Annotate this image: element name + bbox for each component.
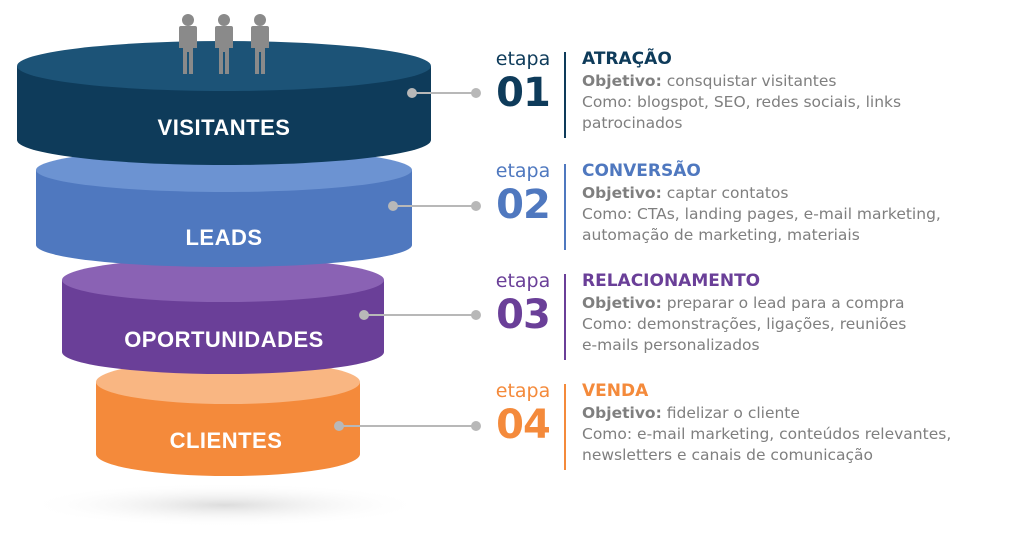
stage-text: ATRAÇÃO Objetivo: consquistar visitantes… [582, 48, 1022, 134]
stage-divider [564, 384, 566, 470]
stage-detail-line: e-mails personalizados [582, 336, 760, 354]
stage-detail-line: patrocinados [582, 114, 683, 132]
stage-text: VENDA Objetivo: fidelizar o cliente Como… [582, 380, 1022, 466]
objective-label: Objetivo: [582, 72, 662, 90]
connector-line-04 [334, 421, 481, 431]
objective-label: Objetivo: [582, 294, 662, 312]
objective-text: fidelizar o cliente [666, 404, 800, 422]
person-icon [179, 14, 197, 74]
stage-etapa-label: etapa [495, 270, 551, 292]
stage-number-block: etapa 04 [490, 380, 556, 448]
stage-detail-line: Como: blogspot, SEO, redes sociais, link… [582, 93, 902, 111]
funnel-shadow [25, 483, 425, 527]
stage-02: etapa 02 CONVERSÃO Objetivo: captar cont… [490, 160, 1020, 268]
stage-detail-line: automação de marketing, materiais [582, 226, 860, 244]
stage-etapa-label: etapa [495, 380, 551, 402]
objective-text: preparar o lead para a compra [666, 294, 905, 312]
stage-title: ATRAÇÃO [582, 49, 672, 69]
stage-number-block: etapa 02 [490, 160, 556, 228]
person-icon [251, 14, 269, 74]
stage-number: 04 [496, 402, 551, 448]
stage-etapa-label: etapa [495, 48, 551, 70]
stage-divider [564, 52, 566, 138]
stage-objective: Objetivo: preparar o lead para a compra [582, 293, 1022, 314]
connector-line-01 [407, 88, 481, 98]
stage-detail-line: newsletters e canais de comunicação [582, 446, 874, 464]
stage-etapa-label: etapa [495, 160, 551, 182]
stage-number-block: etapa 03 [490, 270, 556, 338]
person-icon [215, 14, 233, 74]
stage-title: RELACIONAMENTO [582, 271, 761, 291]
stage-number: 01 [496, 70, 551, 116]
stage-01: etapa 01 ATRAÇÃO Objetivo: consquistar v… [490, 48, 1020, 156]
stage-objective: Objetivo: captar contatos [582, 183, 1022, 204]
objective-text: captar contatos [666, 184, 789, 202]
stage-04: etapa 04 VENDA Objetivo: fidelizar o cli… [490, 380, 1020, 488]
stage-detail-line: Como: CTAs, landing pages, e-mail market… [582, 205, 941, 223]
objective-label: Objetivo: [582, 184, 662, 202]
connector-line-03 [359, 310, 481, 320]
funnel-layer-oportunidades: OPORTUNIDADES [62, 258, 384, 374]
stage-objective: Objetivo: fidelizar o cliente [582, 403, 1022, 424]
stage-divider [564, 274, 566, 360]
stage-number: 03 [496, 292, 551, 338]
stage-number-block: etapa 01 [490, 48, 556, 116]
layer-label-clientes: CLIENTES [170, 428, 283, 453]
objective-label: Objetivo: [582, 404, 662, 422]
stage-divider [564, 164, 566, 250]
stage-objective: Objetivo: consquistar visitantes [582, 71, 1022, 92]
stage-title: CONVERSÃO [582, 161, 701, 181]
layer-label-oportunidades: OPORTUNIDADES [124, 327, 324, 352]
stage-title: VENDA [582, 381, 649, 401]
layer-label-visitantes: VISITANTES [158, 115, 291, 140]
stage-number: 02 [496, 182, 551, 228]
layer-label-leads: LEADS [185, 225, 262, 250]
stage-text: CONVERSÃO Objetivo: captar contatos Como… [582, 160, 1022, 246]
connector-line-02 [388, 201, 481, 211]
funnel-layer-leads: LEADS [36, 148, 412, 267]
stage-03: etapa 03 RELACIONAMENTO Objetivo: prepar… [490, 270, 1020, 378]
funnel-layer-visitantes: VISITANTES [17, 41, 431, 165]
objective-text: consquistar visitantes [666, 72, 837, 90]
stage-detail-line: Como: e-mail marketing, conteúdos releva… [582, 425, 952, 443]
stage-detail-line: Como: demonstrações, ligações, reuniões [582, 315, 907, 333]
stage-text: RELACIONAMENTO Objetivo: preparar o lead… [582, 270, 1022, 356]
funnel-layer-clientes: CLIENTES [96, 360, 360, 476]
